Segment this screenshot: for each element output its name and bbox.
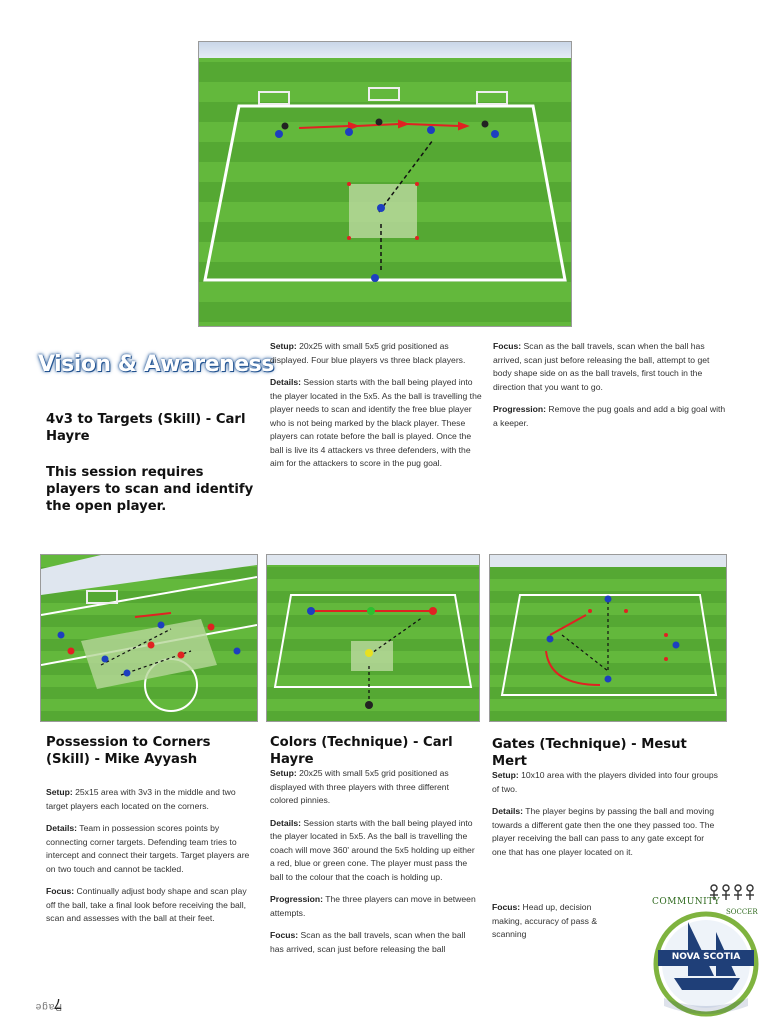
vision-awareness-banner: Vision & Awareness (38, 352, 274, 377)
session-3-body: Setup: 10x10 area with the players divid… (492, 769, 720, 868)
details-paragraph: Details: Session starts with the ball be… (270, 376, 482, 471)
setup-label: Setup: (46, 787, 73, 797)
focus-text: Head up, decision making, accuracy of pa… (492, 902, 598, 939)
session-2-title: Colors (Technique) - Carl Hayre (270, 735, 453, 767)
setup-paragraph: Setup: 20x25 with small 5x5 grid positio… (270, 767, 478, 808)
focus-text: Scan as the ball travels, scan when the … (493, 341, 710, 392)
pitch-illustration (490, 555, 726, 721)
session-3-title: Gates (Technique) - Mesut Mert (492, 737, 687, 769)
main-session-setup-details: Setup: 20x25 with small 5x5 grid positio… (270, 340, 482, 480)
logo-nova-scotia-text: NOVA SCOTIA (671, 952, 741, 962)
page-number: Page 7 (6, 960, 62, 1016)
focus-label: Focus: (46, 886, 75, 896)
setup-label: Setup: (492, 770, 519, 780)
details-label: Details: (270, 817, 302, 828)
setup-paragraph: Setup: 20x25 with small 5x5 grid positio… (270, 340, 482, 367)
focus-text: Scan as the ball travels, scan when the … (270, 930, 466, 954)
details-label: Details: (492, 806, 524, 816)
main-session-focus-progression: Focus: Scan as the ball travels, scan wh… (493, 340, 729, 439)
focus-paragraph: Focus: Head up, decision making, accurac… (492, 901, 622, 942)
focus-text: Continually adjust body shape and scan p… (46, 886, 247, 923)
focus-paragraph: Focus: Continually adjust body shape and… (46, 885, 251, 926)
logo-community-text: COMMUNITY (652, 897, 721, 907)
main-session-description: This session requires players to scan an… (46, 465, 254, 514)
details-label: Details: (46, 823, 78, 833)
setup-label: Setup: (270, 768, 297, 778)
details-paragraph: Details: Session starts with the ball be… (270, 817, 478, 885)
details-text: Session starts with the ball being playe… (270, 377, 482, 468)
session-1-title: Possession to Corners (Skill) - Mike Ayy… (46, 735, 211, 767)
focus-label: Focus: (492, 902, 521, 912)
focus-paragraph: Focus: Scan as the ball travels, scan wh… (493, 340, 729, 394)
colors-diagram (266, 554, 480, 722)
setup-text: 20x25 with small 5x5 grid positioned as … (270, 768, 449, 805)
setup-text: 25x15 area with 3v3 in the middle and tw… (46, 787, 236, 811)
pitch-illustration (267, 555, 479, 721)
session-3-focus: Focus: Head up, decision making, accurac… (492, 901, 622, 951)
progression-paragraph: Progression: Remove the pug goals and ad… (493, 403, 729, 430)
logo-emblem (653, 884, 759, 1017)
setup-text: 20x25 with small 5x5 grid positioned as … (270, 341, 466, 365)
focus-label: Focus: (493, 341, 522, 351)
setup-paragraph: Setup: 25x15 area with 3v3 in the middle… (46, 786, 251, 813)
focus-label: Focus: (270, 930, 299, 940)
progression-label: Progression: (493, 404, 547, 414)
details-text: Session starts with the ball being playe… (270, 817, 475, 882)
details-text: Team in possession scores points by conn… (46, 823, 250, 874)
pitch-illustration (199, 42, 571, 326)
details-text: The player begins by passing the ball an… (492, 806, 715, 857)
setup-label: Setup: (270, 341, 297, 351)
gates-diagram (489, 554, 727, 722)
progression-text: The three players can move in between at… (270, 894, 476, 918)
possession-corners-diagram (40, 554, 258, 722)
session-2-body: Setup: 20x25 with small 5x5 grid positio… (270, 767, 478, 965)
main-session-title: 4v3 to Targets (Skill) - Carl Hayre (46, 412, 246, 444)
setup-text: 10x10 area with the players divided into… (492, 770, 718, 794)
pitch-illustration (41, 555, 257, 721)
focus-paragraph: Focus: Scan as the ball travels, scan wh… (270, 929, 478, 956)
progression-label: Progression: (270, 894, 324, 904)
session-1-body: Setup: 25x15 area with 3v3 in the middle… (46, 786, 251, 935)
details-paragraph: Details: The player begins by passing th… (492, 805, 720, 859)
page-number-value: 7 (53, 995, 62, 1012)
details-label: Details: (270, 377, 302, 387)
progression-text: Remove the pug goals and add a big goal … (493, 404, 726, 428)
main-session-diagram (198, 41, 572, 327)
details-paragraph: Details: Team in possession scores point… (46, 822, 251, 876)
logo-soccer-text: SOCCER (726, 908, 758, 916)
setup-paragraph: Setup: 10x10 area with the players divid… (492, 769, 720, 796)
progression-paragraph: Progression: The three players can move … (270, 893, 478, 920)
community-soccer-nova-scotia-logo: COMMUNITY SOCCER NOVA SCOTIA (644, 882, 764, 1020)
